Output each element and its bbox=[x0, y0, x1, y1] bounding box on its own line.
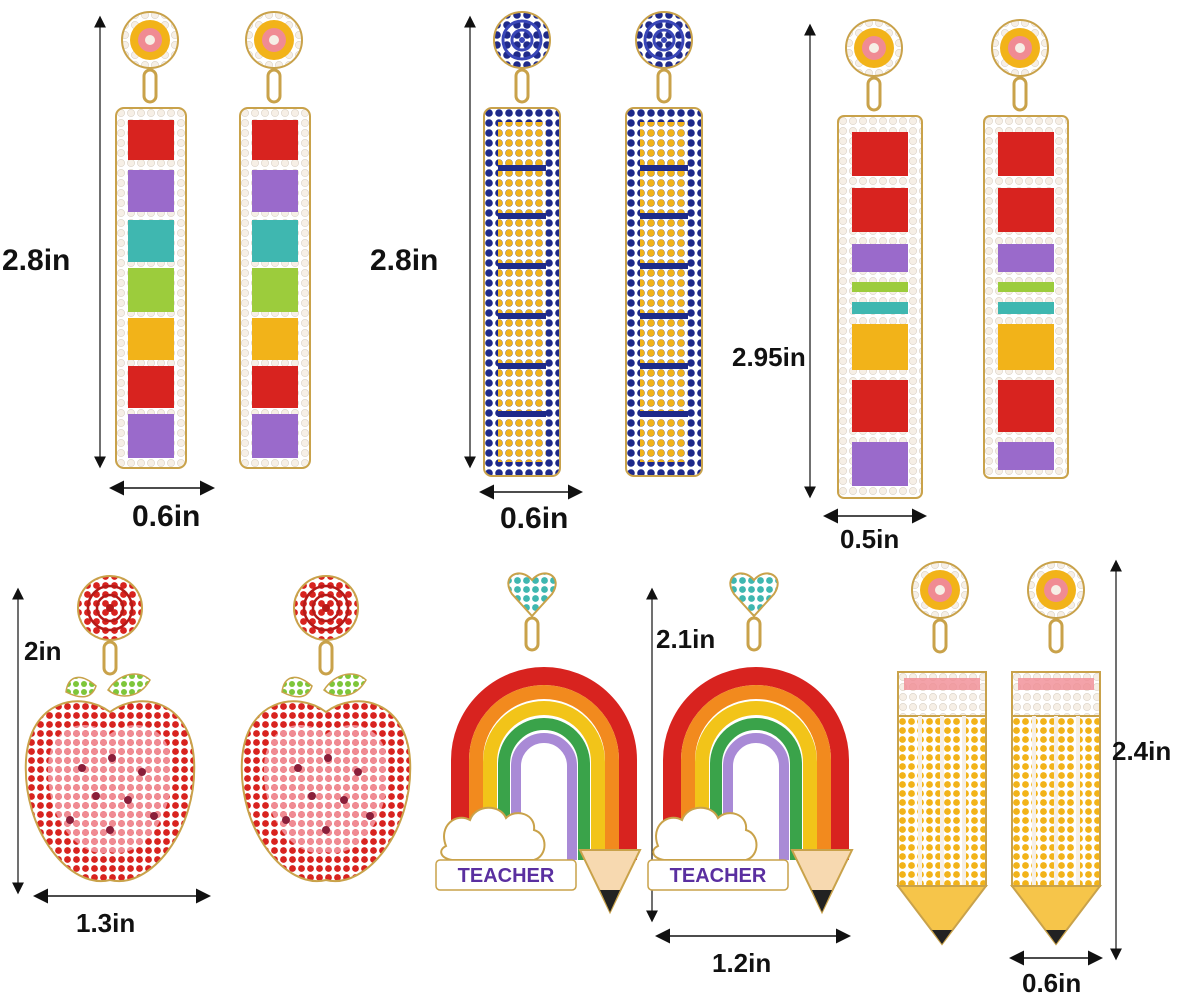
teacher-multicolor-earrings bbox=[94, 11, 311, 496]
rainbow-width-label: 1.2in bbox=[712, 948, 772, 978]
teacher-multi-width-label: 0.6in bbox=[132, 500, 201, 533]
teacher-multi-left-letters: TEACHER bbox=[141, 184, 190, 397]
teacher-blue-earrings bbox=[464, 10, 703, 500]
fri-yay-width-label: 0.5in bbox=[840, 524, 900, 554]
apple-earrings bbox=[12, 574, 412, 904]
pencil-height-label: 2.4in bbox=[1112, 736, 1172, 766]
earring-lettering: TEACHER TEACHER TEACHER bbox=[141, 184, 767, 887]
rainbow-badge-left: TEACHER bbox=[458, 865, 555, 887]
apple-height-label: 2in bbox=[24, 636, 62, 666]
rainbow-earrings bbox=[435, 572, 854, 944]
rainbow-badge-right: TEACHER bbox=[670, 865, 767, 887]
teacher-blue-width-label: 0.6in bbox=[500, 502, 569, 535]
fri-yay-earrings bbox=[804, 19, 1069, 524]
rainbow-height-label: 2.1in bbox=[656, 624, 716, 654]
apple-width-label: 1.3in bbox=[76, 908, 136, 938]
teacher-blue-height-label: 2.8in bbox=[370, 244, 439, 277]
fri-yay-height-label: 2.95in bbox=[732, 342, 806, 372]
pencil-width-label: 0.6in bbox=[1022, 968, 1082, 998]
pencil-earrings bbox=[895, 559, 1122, 966]
teacher-multi-height-label: 2.8in bbox=[2, 244, 71, 277]
